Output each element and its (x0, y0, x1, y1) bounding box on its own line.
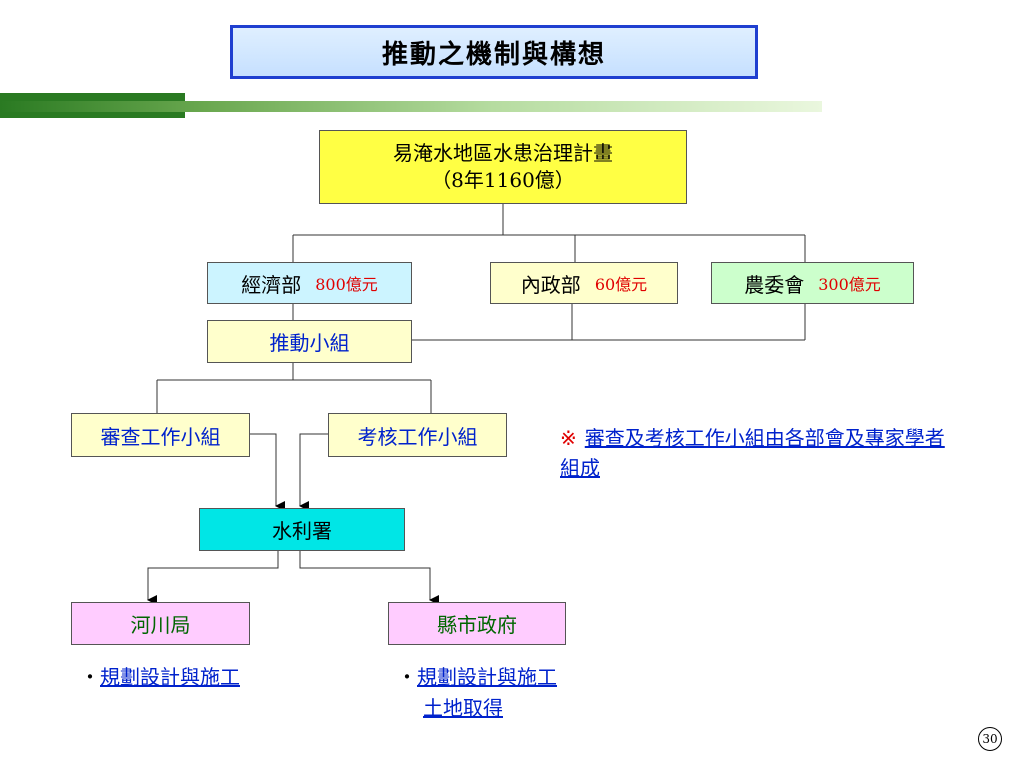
ministry-box-moi: 內政部 60億元 (490, 262, 678, 304)
arrow-review-agency (250, 433, 285, 511)
note-mark: ※ (560, 426, 577, 450)
assess-group-box: 考核工作小組 (328, 413, 507, 457)
task-bullet: ・ (80, 665, 100, 689)
task-bullet: ・ (397, 665, 417, 689)
decor-bar-bottom (0, 112, 185, 118)
arrow-agency-county (299, 550, 439, 605)
county-gov-box: 縣市政府 (388, 602, 566, 645)
group-note: ※審查及考核工作小組由各部會及專家學者組成 (560, 423, 950, 483)
task-item: 規劃設計與施工 (100, 665, 240, 689)
arrow-agency-river (147, 550, 279, 605)
review-group-label: 審查工作小組 (100, 424, 221, 449)
river-task-list: ・規劃設計與施工 (80, 662, 270, 693)
ministry-amount: 60億元 (594, 275, 648, 294)
decor-bar-gradient (0, 101, 822, 112)
river-bureau-box: 河川局 (71, 602, 250, 645)
plan-root-box: 易淹水地區水患治理計畫 （8年1160億） (319, 130, 687, 204)
river-bureau-label: 河川局 (130, 613, 191, 637)
plan-name: 易淹水地區水患治理計畫 (393, 141, 613, 165)
review-group-box: 審查工作小組 (71, 413, 250, 457)
page-number: 30 (978, 727, 1002, 751)
decor-bar-top (0, 93, 185, 101)
county-task-list: ・規劃設計與施工 土地取得 (397, 662, 587, 724)
ministry-box-moea: 經濟部 800億元 (207, 262, 412, 304)
ministry-amount: 800億元 (315, 275, 378, 294)
slide-title-text: 推動之機制與構想 (381, 39, 606, 70)
ministry-amount: 300億元 (818, 275, 881, 294)
assess-group-label: 考核工作小組 (357, 424, 478, 449)
page-number-text: 30 (982, 732, 998, 746)
steering-group-box: 推動小組 (207, 320, 412, 363)
ministry-box-coa: 農委會 300億元 (711, 262, 914, 304)
task-item: 規劃設計與施工 (417, 665, 557, 689)
slide-title: 推動之機制與構想 (230, 25, 758, 79)
water-agency-label: 水利署 (272, 519, 332, 543)
plan-budget: （8年1160億） (431, 168, 575, 192)
ministry-name: 經濟部 (241, 272, 302, 297)
task-item: 土地取得 (423, 696, 503, 720)
arrow-assess-agency (299, 433, 328, 511)
steering-group-label: 推動小組 (269, 331, 350, 355)
ministry-name: 內政部 (520, 272, 581, 297)
ministry-name: 農委會 (744, 272, 805, 297)
note-text: 審查及考核工作小組由各部會及專家學者組成 (560, 426, 945, 480)
water-agency-box: 水利署 (199, 508, 405, 551)
county-gov-label: 縣市政府 (437, 613, 517, 637)
